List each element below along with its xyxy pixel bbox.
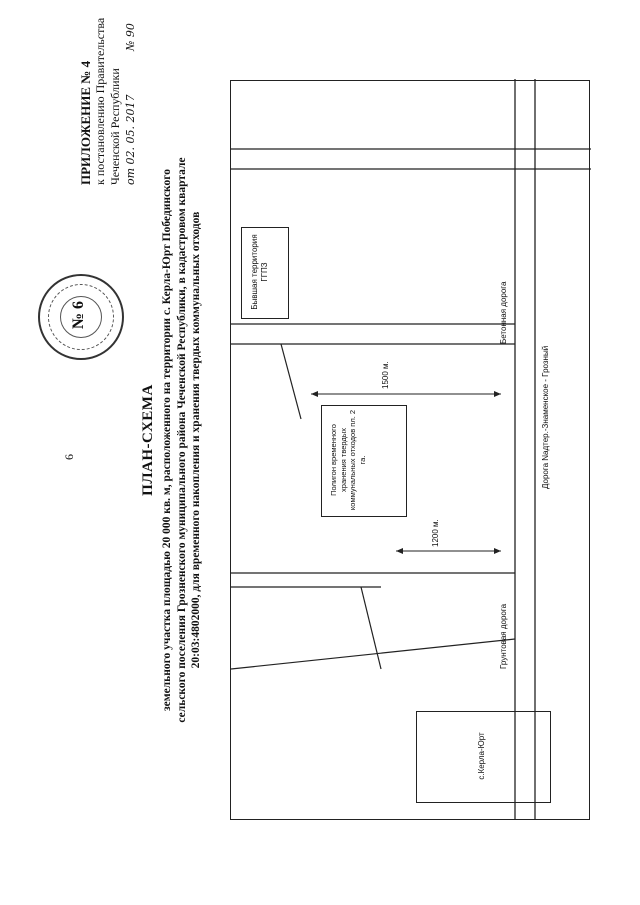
dirt-road-label: Грунтовая дорога xyxy=(499,603,508,669)
subtitle-line2: сельского поселения Грозненского муницип… xyxy=(175,157,188,723)
subtitle-line1: земельного участка площадью 20 000 кв. м… xyxy=(161,169,173,711)
arrowhead-right-top xyxy=(311,391,318,397)
subtitle-line3: 20:03:4802000, для временного накопления… xyxy=(190,211,203,669)
document-subtitle: земельного участка площадью 20 000 кв. м… xyxy=(160,20,204,860)
arrowhead-left-bottom xyxy=(494,548,501,554)
site-plan-map: с.Керла-Юрт Бывшая территория ГГПЗ Полиг… xyxy=(230,79,591,820)
concrete-road-label: Бетонная дорога xyxy=(499,281,508,344)
appendix-number: № 90 xyxy=(124,23,137,51)
map-lines xyxy=(231,79,591,819)
main-road-label: Дорога Naдтер.-Знаменское - Грозный xyxy=(541,345,550,489)
arrowhead-left-top xyxy=(396,548,403,554)
former-territory-label: Бывшая территория ГГПЗ xyxy=(250,234,269,310)
dirt-road-left-edge xyxy=(231,638,516,670)
distance-left-label: 1200 м. xyxy=(431,519,440,547)
official-seal: № 6 xyxy=(38,274,124,360)
dirt-road-branch xyxy=(360,586,382,670)
distance-right-label: 1500 м. xyxy=(381,361,390,389)
appendix-line1: к постановлению Правительства xyxy=(93,17,107,185)
appendix-line2: Чеченской Республики xyxy=(108,68,122,185)
polygon-label: Полигон временного хранения твердых комм… xyxy=(329,409,367,511)
seal-number: № 6 xyxy=(70,300,87,330)
appendix-date-line: от 02. 05. 2017 № 90 xyxy=(123,5,138,185)
appendix-block: ПРИЛОЖЕНИЕ № 4 к постановлению Правитель… xyxy=(78,5,138,185)
document-title: ПЛАН-СХЕМА xyxy=(140,384,156,496)
page-number: 6 xyxy=(62,454,76,460)
appendix-date: от 02. 05. 2017 xyxy=(124,94,137,185)
polygon-box: Полигон временного хранения твердых комм… xyxy=(321,405,407,517)
village-box: с.Керла-Юрт xyxy=(416,711,551,803)
concrete-road-branch xyxy=(280,343,302,420)
arrowhead-right-bottom xyxy=(494,391,501,397)
village-label: с.Керла-Юрт xyxy=(477,732,486,780)
former-territory-box: Бывшая территория ГГПЗ xyxy=(241,227,289,319)
appendix-title: ПРИЛОЖЕНИЕ № 4 xyxy=(78,60,93,185)
